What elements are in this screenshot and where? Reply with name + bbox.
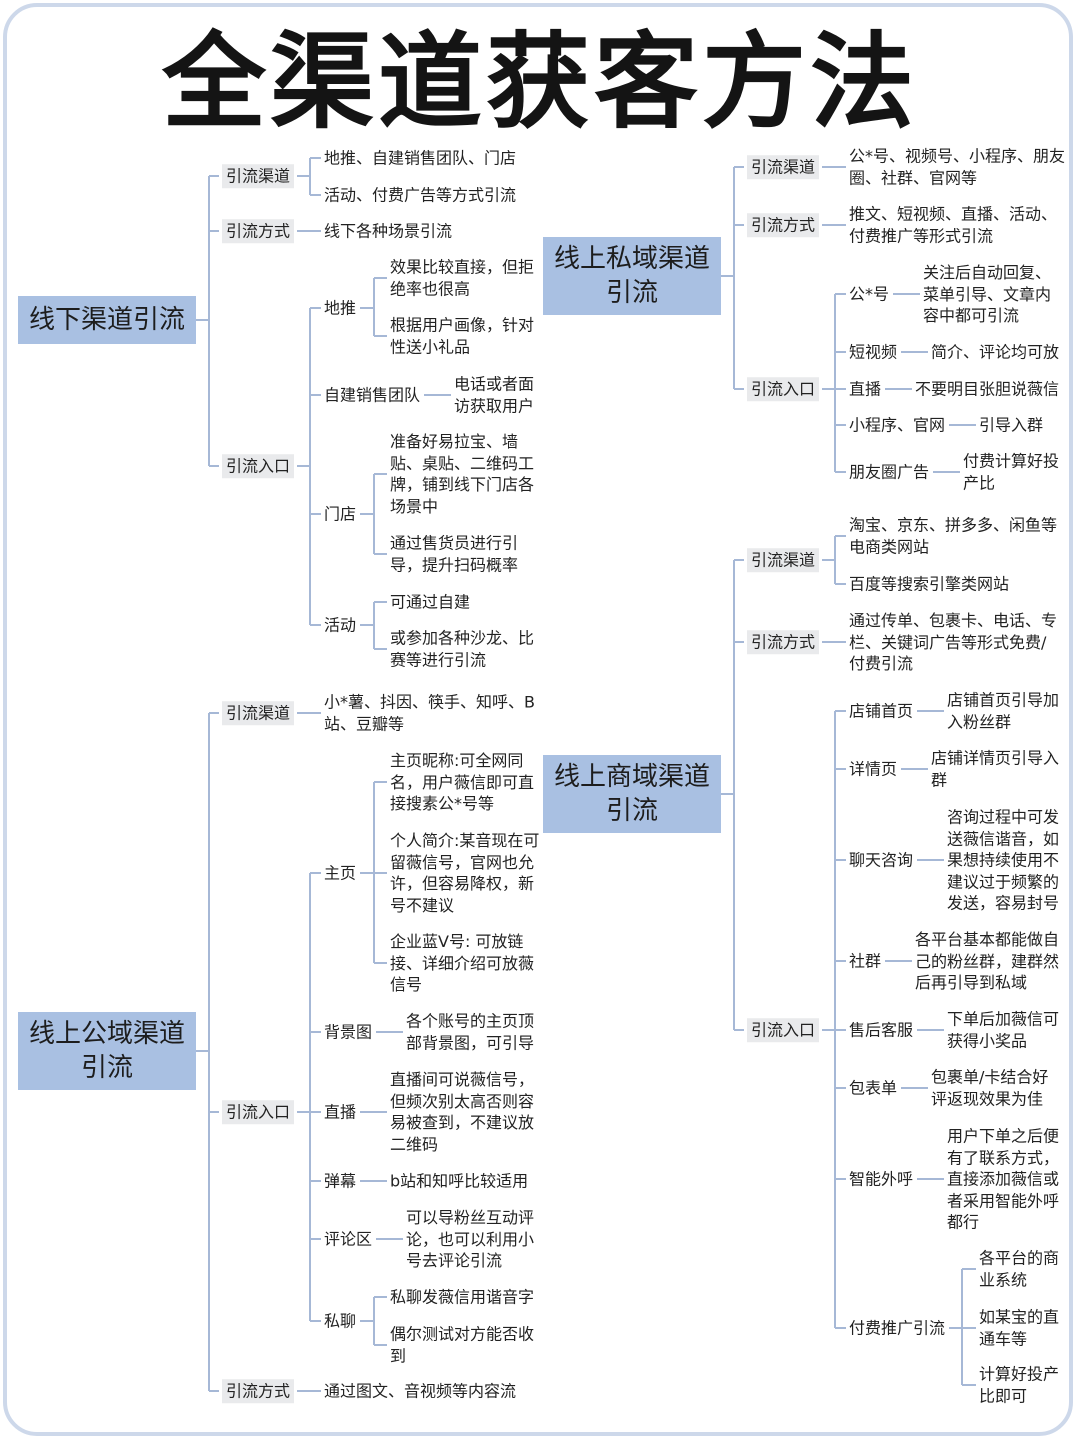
- commerce-method-label: 引流方式: [747, 630, 820, 654]
- commerce-call-label: 智能外呼: [849, 1169, 914, 1189]
- private-entry-label: 引流入口: [747, 377, 820, 401]
- commerce-card-text: 包裹单/卡结合好评返现效果为佳: [931, 1067, 1049, 1109]
- public-home-item-2: 个人简介:某音现在可留薇信号，官网也允许，但容易降权，新号不建议: [390, 831, 540, 915]
- offline-channel-item-1: 地推、自建销售团队、门店: [324, 148, 517, 168]
- commerce-call-text: 用户下单之后便有了联系方式，直接添加薇信或者采用智能外呼都行: [947, 1126, 1060, 1232]
- offline-store-item-1: 准备好易拉宝、墙贴、桌贴、二维码工牌，铺到线下门店各场景中: [390, 432, 535, 516]
- private-moments-label: 朋友圈广告: [849, 462, 930, 482]
- offline-method-text: 线下各种场景引流: [324, 221, 453, 241]
- card-frame: [3, 3, 1073, 1436]
- offline-ditui-label: 地推: [324, 298, 357, 318]
- public-home-label: 主页: [324, 863, 357, 883]
- offline-channel-item-2: 活动、付费广告等方式引流: [324, 185, 517, 205]
- public-danmu-label: 弹幕: [324, 1171, 357, 1191]
- private-video-label: 短视频: [849, 342, 898, 362]
- root-offline-text: 线下渠道引流: [28, 305, 185, 335]
- public-method-label: 引流方式: [222, 1379, 295, 1403]
- offline-method-label: 引流方式: [222, 219, 295, 243]
- commerce-detail-label: 详情页: [849, 759, 898, 779]
- commerce-after-label: 售后客服: [849, 1020, 914, 1040]
- private-gzh-text: 关注后自动回复、菜单引导、文章内容中都可引流: [923, 262, 1052, 325]
- commerce-method-text: 通过传单、包裹卡、电话、专栏、关键词广告等形式免费/付费引流: [849, 610, 1058, 673]
- commerce-channel-label: 引流渠道: [747, 548, 820, 572]
- commerce-channel-item-1: 淘宝、京东、拼多多、闲鱼等电商类网站: [849, 515, 1058, 557]
- private-live-label: 直播: [849, 379, 882, 399]
- offline-store-item-2: 通过售货员进行引导，提升扫码概率: [390, 533, 519, 575]
- root-private: 线上私域渠道引流: [543, 237, 721, 315]
- commerce-paid-item-2: 如某宝的直通车等: [979, 1307, 1060, 1349]
- commerce-paid-label: 付费推广引流: [849, 1318, 946, 1338]
- public-channel-label: 引流渠道: [222, 701, 295, 725]
- offline-entry-label: 引流入口: [222, 454, 295, 478]
- public-comment-label: 评论区: [324, 1229, 373, 1249]
- offline-ditui-item-1: 效果比较直接，但拒绝率也很高: [390, 257, 535, 299]
- commerce-chat-label: 聊天咨询: [849, 850, 914, 870]
- root-private-text: 线上私域渠道引流: [553, 244, 710, 308]
- public-live-label: 直播: [324, 1102, 357, 1122]
- public-entry-label: 引流入口: [222, 1100, 295, 1124]
- offline-team-text: 电话或者面访获取用户: [454, 374, 535, 416]
- public-comment-text: 可以导粉丝互动评论，也可以利用小号去评论引流: [406, 1207, 535, 1270]
- public-danmu-text: b站和知呼比较适用: [390, 1171, 529, 1191]
- commerce-paid-item-3: 计算好投产比即可: [979, 1364, 1060, 1406]
- private-channel-text: 公*号、视频号、小程序、朋友圈、社群、官网等: [849, 146, 1066, 188]
- private-moments-text: 付费计算好投产比: [963, 451, 1060, 493]
- offline-event-item-2: 或参加各种沙龙、比赛等进行引流: [390, 628, 535, 670]
- public-bg-text: 各个账号的主页顶部背景图，可引导: [406, 1011, 535, 1053]
- root-public-text: 线上公域渠道引流: [28, 1019, 185, 1083]
- commerce-entry-label: 引流入口: [747, 1018, 820, 1042]
- offline-channel-label: 引流渠道: [222, 164, 295, 188]
- offline-event-label: 活动: [324, 615, 357, 635]
- offline-ditui-item-2: 根据用户画像，针对性送小礼品: [390, 315, 535, 357]
- public-home-item-3: 企业蓝V号: 可放链接、详细介绍可放薇信号: [390, 931, 535, 994]
- commerce-card-label: 包表单: [849, 1078, 898, 1098]
- root-commerce: 线上商域渠道引流: [543, 755, 721, 833]
- private-method-text: 推文、短视频、直播、活动、付费推广等形式引流: [849, 204, 1058, 246]
- private-live-text: 不要明目张胆说薇信: [915, 379, 1060, 399]
- commerce-shop-text: 店铺首页引导加入粉丝群: [947, 690, 1060, 732]
- commerce-channel-item-2: 百度等搜索引擎类网站: [849, 574, 1010, 594]
- offline-store-label: 门店: [324, 504, 357, 524]
- public-dm-item-1: 私聊发薇信用谐音字: [390, 1287, 535, 1307]
- private-method-label: 引流方式: [747, 213, 820, 237]
- commerce-after-text: 下单后加薇信可获得小奖品: [947, 1009, 1060, 1051]
- public-live-text: 直播间可说薇信号，但频次别太高否则容易被查到，不建议放二维码: [390, 1070, 535, 1154]
- private-gzh-label: 公*号: [849, 284, 890, 304]
- private-mini-text: 引导入群: [979, 415, 1044, 435]
- commerce-shop-label: 店铺首页: [849, 701, 914, 721]
- root-offline: 线下渠道引流: [18, 296, 196, 344]
- private-channel-label: 引流渠道: [747, 155, 820, 179]
- page-title: 全渠道获客方法: [161, 21, 918, 143]
- commerce-paid-item-1: 各平台的商业系统: [979, 1248, 1060, 1290]
- offline-event-item-1: 可通过自建: [390, 592, 471, 612]
- public-dm-label: 私聊: [324, 1311, 357, 1331]
- offline-team-label: 自建销售团队: [324, 385, 421, 405]
- commerce-group-text: 各平台基本都能做自己的粉丝群，建群然后再引导到私域: [915, 929, 1060, 992]
- root-commerce-text: 线上商域渠道引流: [553, 762, 710, 826]
- commerce-detail-text: 店铺详情页引导入群: [931, 748, 1060, 790]
- public-home-item-1: 主页昵称:可全网同名，用户薇信即可直接搜素公*号等: [390, 750, 535, 813]
- private-video-text: 简介、评论均可放: [931, 342, 1060, 362]
- public-dm-item-2: 偶尔测试对方能否收到: [390, 1324, 535, 1366]
- commerce-chat-text: 咨询过程中可发送薇信谐音，如果想持续使用不建议过于频繁的发送，容易封号: [947, 807, 1060, 913]
- root-public: 线上公域渠道引流: [18, 1012, 196, 1090]
- public-bg-label: 背景图: [324, 1022, 373, 1042]
- commerce-group-label: 社群: [849, 951, 882, 971]
- public-method-text: 通过图文、音视频等内容流: [324, 1381, 517, 1401]
- private-mini-label: 小程序、官网: [849, 415, 946, 435]
